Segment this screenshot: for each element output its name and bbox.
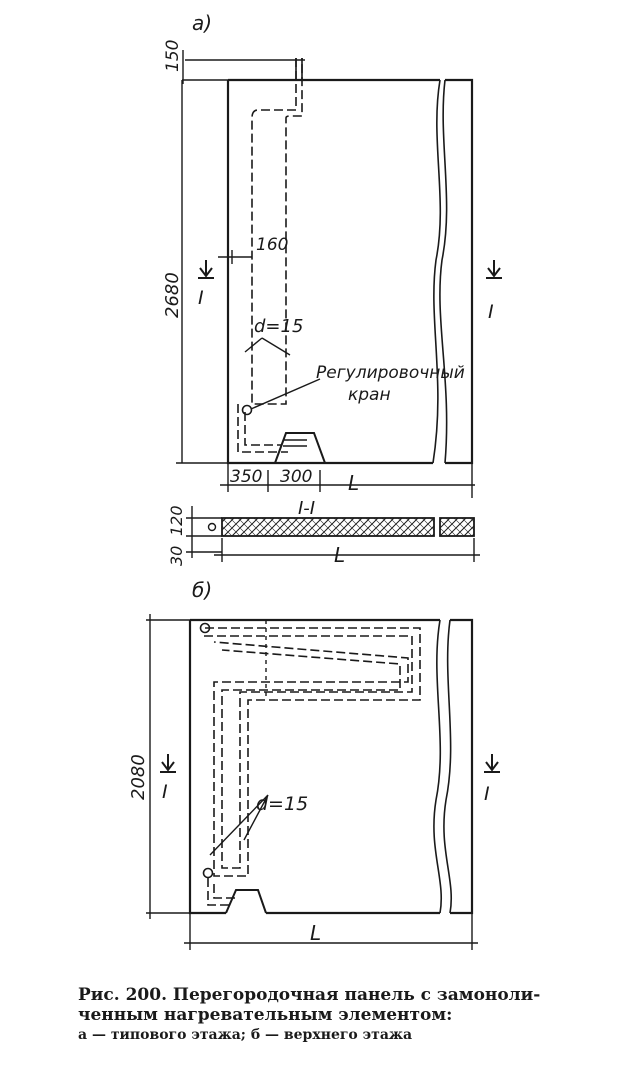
L-b-label: L bbox=[310, 921, 321, 945]
niche-a-pipe bbox=[283, 439, 307, 447]
valve-leader bbox=[250, 378, 321, 410]
dim-160-label: 160 bbox=[256, 235, 288, 255]
d15-b-leader bbox=[209, 794, 269, 856]
cut-a-right-marker bbox=[486, 260, 502, 279]
panel-a-break-right bbox=[439, 79, 448, 464]
fig-b-label: б) bbox=[192, 578, 212, 602]
section-slab-main bbox=[221, 517, 435, 537]
cut-b-left-label: I bbox=[162, 781, 168, 803]
valve-b-bottom-icon bbox=[202, 867, 214, 879]
dim-30-label: 30 bbox=[167, 546, 186, 566]
cut-a-left-marker bbox=[198, 260, 214, 279]
panel-b-break-right bbox=[443, 619, 452, 914]
pipe-b-outer bbox=[205, 627, 421, 877]
dim-bottom-b-lines bbox=[184, 913, 478, 950]
valve-label-line1: Регулировочный bbox=[316, 363, 465, 383]
dim-2080-lines bbox=[146, 614, 190, 919]
fig-a-label: a) bbox=[192, 11, 212, 35]
niche-b bbox=[225, 889, 267, 914]
caption-line2: ченным нагревательным элементом: bbox=[78, 1005, 453, 1025]
cut-b-left-marker bbox=[160, 754, 176, 773]
dim-350-label: 350 bbox=[230, 467, 262, 487]
figure-a bbox=[176, 50, 502, 498]
valve-label-line2: кран bbox=[348, 385, 391, 405]
dim-2080-label: 2080 bbox=[128, 754, 149, 800]
dim-120-label: 120 bbox=[167, 505, 186, 536]
panel-a-break-left bbox=[432, 79, 442, 464]
caption-line3: а — типового этажа; б — верхнего этажа bbox=[78, 1027, 413, 1043]
dim-150-label: 150 bbox=[163, 40, 183, 72]
figure-b bbox=[146, 614, 500, 950]
d15-a-label: d=15 bbox=[254, 316, 303, 337]
panel-drawing: a) 150 2680 160 d=15 Регулировочный кран… bbox=[128, 11, 502, 950]
cut-b-right-label: I bbox=[484, 783, 490, 805]
section-label: I-I bbox=[298, 498, 315, 519]
pipe-a-lower-2 bbox=[237, 404, 288, 453]
caption-line1: Рис. 200. Перегородочная панель с замоно… bbox=[78, 985, 541, 1005]
section-pipe-icon bbox=[207, 522, 217, 532]
d15-b-label: d=15 bbox=[256, 793, 308, 815]
L-a-label: L bbox=[348, 471, 359, 495]
cut-b-right-marker bbox=[484, 754, 500, 773]
valve-b-top-icon bbox=[199, 622, 211, 634]
section-slab-end bbox=[439, 517, 475, 537]
d15-a-leader bbox=[244, 337, 291, 356]
dim-2680-lines bbox=[176, 80, 228, 464]
dim-160-lines bbox=[218, 250, 252, 264]
section-dim-lines bbox=[186, 506, 480, 562]
dim-bottom-a-lines bbox=[220, 463, 475, 498]
valve-a-icon bbox=[241, 404, 253, 416]
pipe-a-exit bbox=[295, 58, 303, 80]
panel-b-break-left bbox=[433, 619, 442, 914]
pipe-b-lower bbox=[207, 878, 238, 906]
panel-b-outline bbox=[188, 618, 474, 915]
section-I-I bbox=[186, 506, 480, 562]
dim-300-label: 300 bbox=[280, 467, 312, 487]
L-section-label: L bbox=[334, 543, 345, 567]
figure-caption: Рис. 200. Перегородочная панель с замоно… bbox=[78, 985, 618, 1045]
niche-a bbox=[274, 432, 326, 464]
cut-a-left-label: I bbox=[198, 287, 204, 309]
pipe-a-outer bbox=[251, 58, 303, 405]
cut-a-right-label: I bbox=[488, 301, 494, 323]
dim-150-lines bbox=[182, 50, 305, 84]
dim-2680-label: 2680 bbox=[162, 272, 183, 318]
pipe-b-inner bbox=[204, 635, 413, 869]
pipe-a-lower bbox=[244, 412, 282, 446]
